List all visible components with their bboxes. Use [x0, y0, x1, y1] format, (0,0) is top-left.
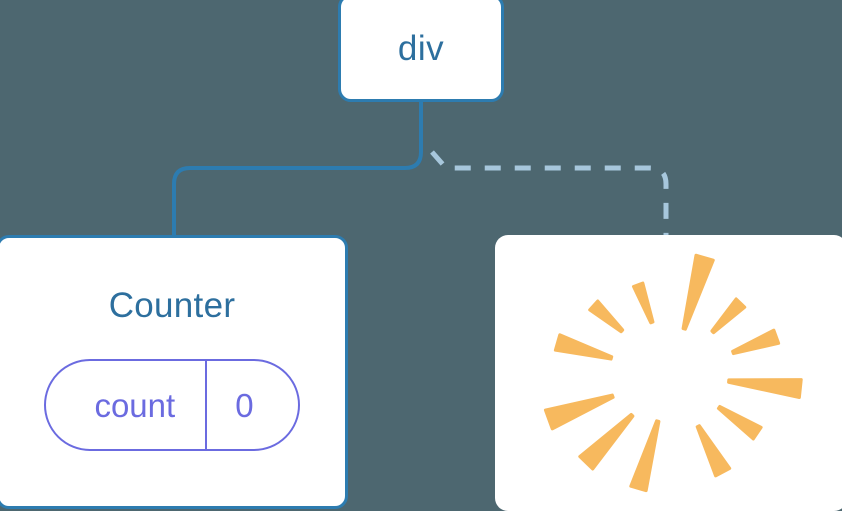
sparkle-ray-2 — [731, 328, 781, 356]
node-counter-title: Counter — [108, 286, 236, 325]
sparkle-ray-5 — [695, 424, 732, 478]
sparkle-ray-9 — [553, 333, 614, 361]
state-pill-count[interactable]: count 0 — [44, 359, 300, 451]
state-pill-value: 0 — [235, 386, 254, 424]
sparkle-burst-icon — [543, 253, 803, 493]
node-counter[interactable]: Counter count 0 — [0, 235, 348, 509]
sparkle-ray-8 — [543, 393, 615, 431]
node-render-burst[interactable] — [495, 235, 842, 511]
sparkle-ray-3 — [727, 378, 803, 400]
sparkle-ray-7 — [578, 412, 635, 471]
sparkle-ray-1 — [710, 297, 747, 335]
node-div[interactable]: div — [338, 0, 504, 102]
state-pill-divider — [205, 361, 208, 449]
state-pill-key: count — [94, 386, 176, 424]
edge-div-to-sparkle — [430, 150, 669, 237]
edge-div-to-counter — [172, 100, 423, 239]
sparkle-ray-4 — [716, 404, 763, 441]
sparkle-ray-10 — [588, 299, 625, 334]
sparkle-ray-0 — [681, 253, 715, 331]
sparkle-ray-11 — [631, 281, 655, 325]
sparkle-ray-6 — [629, 419, 661, 493]
node-div-label: div — [397, 28, 445, 68]
